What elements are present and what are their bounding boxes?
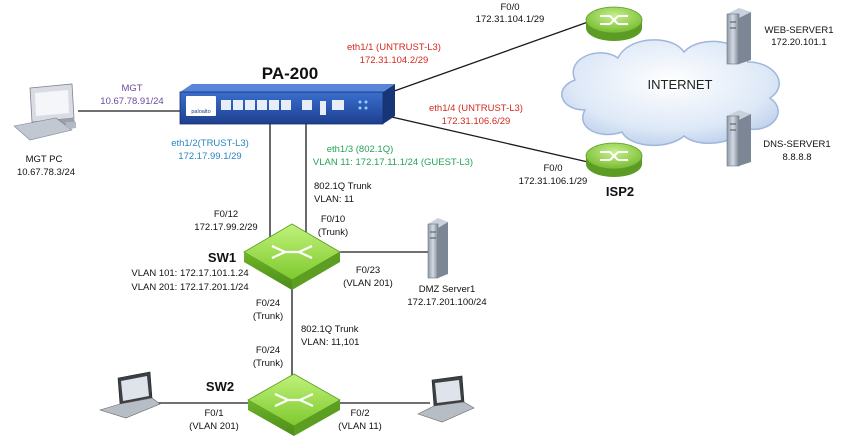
sw2-f024-mode: (Trunk): [253, 358, 283, 369]
sw1-f023-iface: F0/23: [356, 265, 380, 276]
trunk1-vlan: VLAN: 11: [314, 194, 354, 205]
eth1-1-ip: 172.31.104.2/29: [360, 55, 429, 66]
sw2-switch-icon: [247, 373, 341, 436]
isp2-router-icon: [585, 142, 643, 177]
link-isp1: [382, 21, 589, 96]
isp1-router-icon: [585, 6, 643, 41]
isp2-router-ip: 172.31.106.1/29: [519, 176, 588, 187]
trunk2-vlan: VLAN: 11,101: [301, 337, 359, 348]
firewall-name: PA-200: [262, 64, 318, 83]
sw1-f010-mode: (Trunk): [318, 227, 348, 238]
web-server-name: WEB-SERVER1: [765, 25, 834, 36]
sw1-f024-mode: (Trunk): [253, 311, 283, 322]
mgt-pc-name: MGT PC: [26, 154, 63, 165]
sw2-f02-vlan: (VLAN 11): [338, 421, 382, 432]
dmz-server-icon: [427, 218, 448, 279]
dmz-server-ip: 172.17.201.100/24: [407, 297, 486, 308]
sw1-f012-ip: 172.17.99.2/29: [194, 222, 257, 233]
internet-label: INTERNET: [648, 77, 713, 92]
sw1-f023-vlan: (VLAN 201): [343, 278, 393, 289]
isp2-name: ISP2: [606, 184, 634, 199]
laptop-right-icon: [417, 375, 475, 423]
dns-server-icon: [726, 110, 751, 167]
link-isp2: [382, 114, 589, 163]
sw1-name: SW1: [208, 250, 236, 265]
sw2-name: SW2: [206, 379, 234, 394]
web-server-icon: [726, 8, 751, 65]
mgt-ip: 10.67.78.91/24: [100, 96, 163, 107]
dmz-server-name: DMZ Server1: [419, 284, 475, 295]
firewall-brand-label: paloalto: [191, 109, 210, 115]
eth1-4-name: eth1/4 (UNTRUST-L3): [429, 103, 523, 114]
eth1-4-ip: 172.31.106.6/29: [442, 116, 511, 127]
firewall-pa200-icon: [179, 84, 395, 125]
sw2-f02-iface: F0/2: [350, 408, 369, 419]
sw1-f012-iface: F0/12: [214, 209, 238, 220]
laptop-left-icon: [98, 371, 161, 419]
sw2-f01-iface: F0/1: [204, 408, 223, 419]
isp2-router-iface: F0/0: [543, 163, 562, 174]
sw1-vlan101: VLAN 101: 172.17.101.1.24: [131, 268, 248, 279]
isp1-router-ip: 172.31.104.1/29: [476, 14, 545, 25]
eth1-2-ip: 172.17.99.1/29: [178, 151, 241, 162]
mgt-pc-icon: [13, 83, 76, 141]
eth1-3-name: eth1/3 (802.1Q): [327, 144, 394, 155]
mgt-pc-ip: 10.67.78.3/24: [17, 167, 75, 178]
eth1-1-name: eth1/1 (UNTRUST-L3): [347, 42, 441, 53]
links: [78, 21, 589, 404]
isp1-router-iface: F0/0: [500, 2, 519, 13]
dns-server-ip: 8.8.8.8: [782, 152, 811, 163]
sw1-switch-icon: [243, 223, 341, 290]
eth1-3-vlan: VLAN 11: 172.17.11.1/24 (GUEST-L3): [313, 157, 473, 168]
sw2-f01-vlan: (VLAN 201): [189, 421, 239, 432]
dns-server-name: DNS-SERVER1: [763, 139, 830, 150]
trunk2-label: 802.1Q Trunk: [301, 324, 359, 335]
eth1-2-name: eth1/2(TRUST-L3): [171, 138, 249, 149]
trunk1-label: 802.1Q Trunk: [314, 181, 372, 192]
mgt-name: MGT: [121, 83, 142, 94]
sw1-vlan201: VLAN 201: 172.17.201.1/24: [131, 282, 248, 293]
sw1-f024-iface: F0/24: [256, 298, 280, 309]
web-server-ip: 172.20.101.1: [771, 37, 826, 48]
sw2-f024-iface: F0/24: [256, 345, 280, 356]
internet-cloud-icon: [561, 39, 780, 147]
sw1-f010-iface: F0/10: [321, 214, 345, 225]
